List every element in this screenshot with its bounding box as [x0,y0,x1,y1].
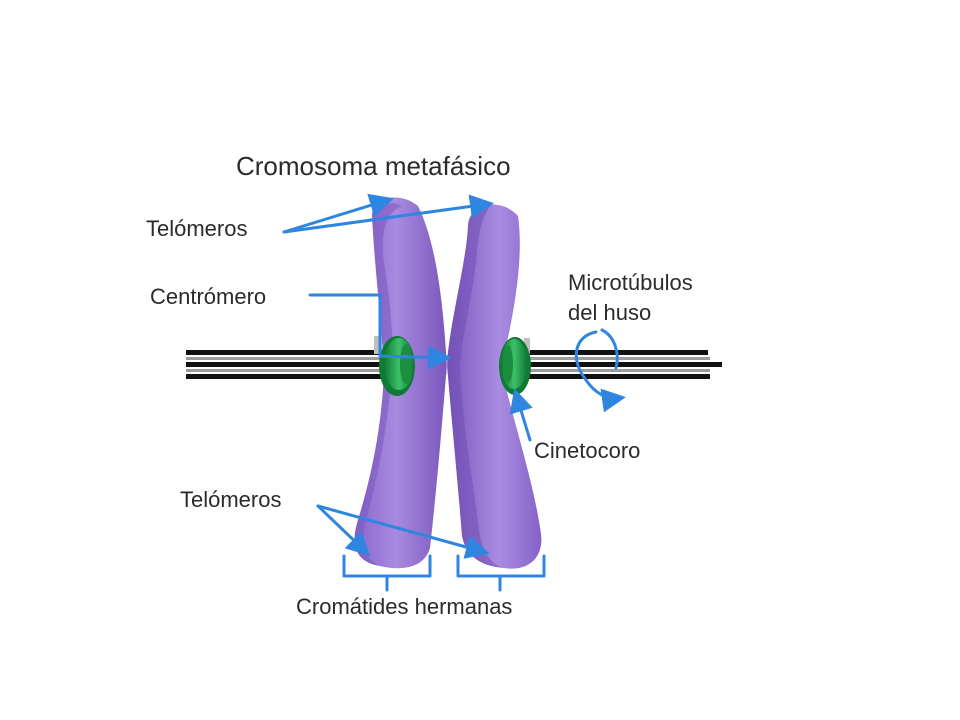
rotation-arrow [574,330,626,413]
leader-telomere-top-left [282,193,394,234]
microtubule-line [186,369,386,372]
leader-telomere-bottom-left [316,504,371,557]
label-telomeres-top: Telómeros [146,216,247,241]
microtubule-line [186,374,386,379]
leader-telomere-top-right [282,194,494,234]
microtubules-left [186,350,386,379]
label-spindle-microtubules-line2: del huso [568,300,651,325]
chromatid-left-shade [354,203,402,566]
microtubule-line [526,374,710,379]
leader-centromere [308,293,452,370]
diagram-title: Cromosoma metafásico [236,151,511,181]
microtubule-line [526,369,710,372]
microtubules-right [526,350,722,379]
chromatid-right-shade [447,204,504,568]
rotation-arrow-tail [600,328,619,370]
microtubule-line [186,362,386,367]
leader-lines [282,193,546,592]
kinetochore-left [374,336,415,396]
leader-kinetochore [509,388,533,442]
kinetochore-right [499,337,531,395]
label-kinetochore: Cinetocoro [534,438,640,463]
microtubule-line [186,357,386,360]
label-sister-chromatids: Cromátides hermanas [296,594,512,619]
label-spindle-microtubules-line1: Microtúbulos [568,270,693,295]
label-telomeres-bottom: Telómeros [180,487,281,512]
label-centromere: Centrómero [150,284,266,309]
microtubule-line [526,362,722,367]
microtubule-line [186,350,386,355]
leader-telomere-bottom-right [316,504,490,559]
